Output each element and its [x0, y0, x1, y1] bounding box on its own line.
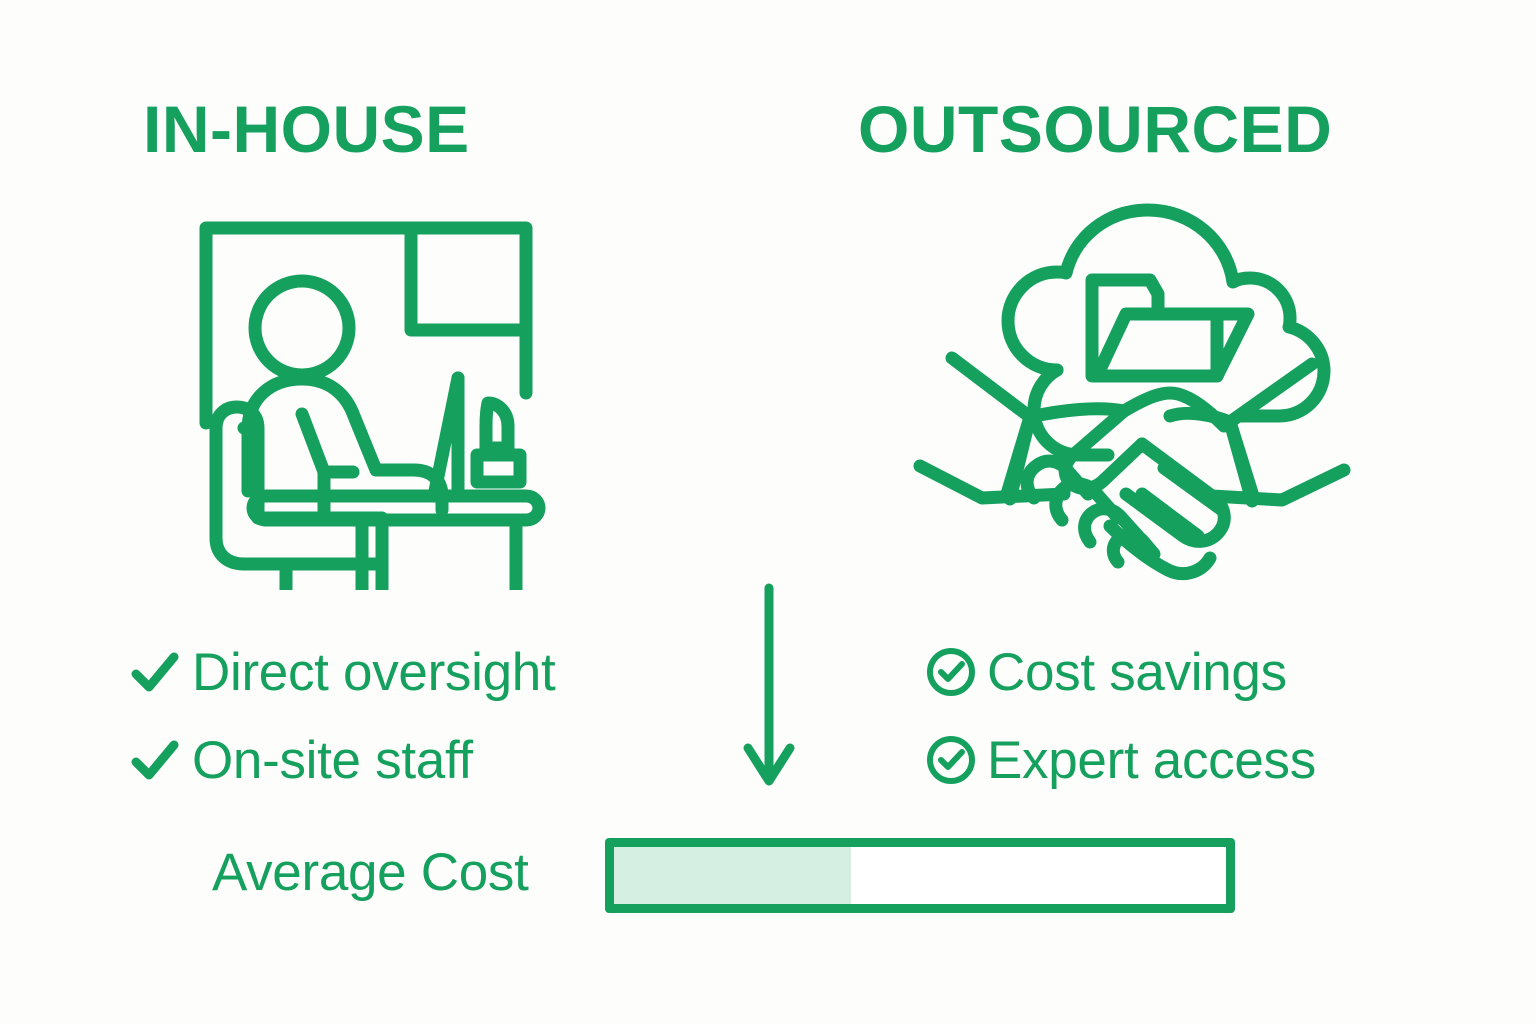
feature-label: Expert access [987, 730, 1316, 790]
feature-item: On-site staff [130, 716, 555, 804]
column-title-outsourced: OUTSOURCED [858, 92, 1333, 166]
cloud-handshake-icon [912, 198, 1352, 592]
average-cost-bar [605, 838, 1235, 913]
feature-list-outsourced: Cost savings Expert access [915, 628, 1316, 804]
check-circle-icon [915, 644, 987, 700]
check-icon [130, 644, 192, 700]
average-cost-row: Average Cost [0, 832, 1536, 924]
check-circle-icon [915, 732, 987, 788]
check-icon [130, 732, 192, 788]
feature-label: Direct oversight [192, 642, 556, 702]
column-title-inhouse: IN-HOUSE [143, 92, 470, 166]
feature-item: Cost savings [915, 628, 1316, 716]
feature-item: Direct oversight [130, 628, 556, 716]
average-cost-bar-fill [614, 847, 853, 904]
person-at-desk-icon [196, 218, 548, 597]
arrow-down-icon [742, 582, 798, 794]
feature-item: Expert access [915, 716, 1316, 804]
feature-label: On-site staff [192, 730, 473, 790]
feature-label: Cost savings [987, 642, 1287, 702]
average-cost-label: Average Cost [212, 843, 529, 902]
feature-list-inhouse: Direct oversight On-site staff [130, 628, 556, 804]
